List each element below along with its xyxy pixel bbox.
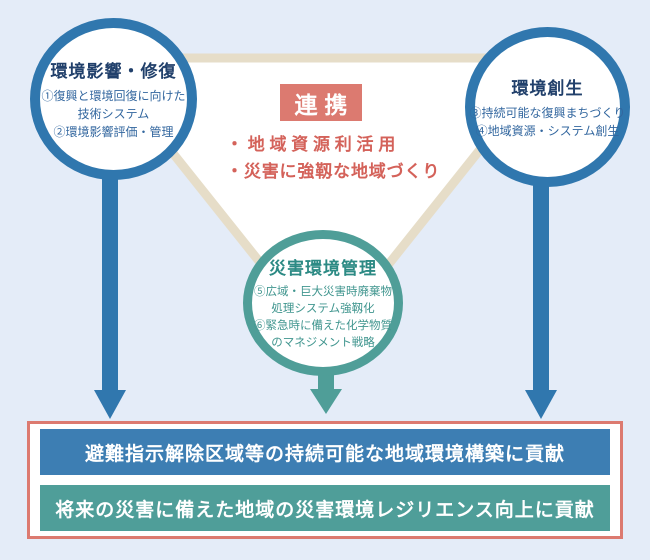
right-down-arrow-icon <box>525 160 557 419</box>
collaboration-bullet: ・地域資源利活用 <box>226 135 401 154</box>
collaboration-bullets: ・地域資源利活用 ・災害に強靱な地域づくり <box>226 131 440 185</box>
circle-environmental-impact: 環境影響・修復 ①復興と環境回復に向けた 技術システム ②環境影響評価・管理 <box>30 18 197 180</box>
item-line: ⑤広域・巨大災害時廃棄物 <box>254 285 392 298</box>
triangle-connector <box>87 53 563 352</box>
circle-title: 環境影響・修復 <box>50 62 177 81</box>
item-line: 技術システム <box>77 107 150 121</box>
circle-items: ①復興と環境回復に向けた 技術システム ②環境影響評価・管理 <box>41 87 185 141</box>
item-line: ②環境影響評価・管理 <box>53 125 174 139</box>
banner-sustainable-region: 避難指示解除区域等の持続可能な地域環境構築に貢献 <box>40 429 610 475</box>
circle-items: ③持続可能な復興まちづくり ④地域資源・システム創生 <box>470 104 626 140</box>
item-line: のマネジメント戦略 <box>271 337 375 350</box>
circle-title: 災害環境管理 <box>269 258 377 278</box>
collaboration-bullet: ・災害に強靱な地域づくり <box>226 162 441 181</box>
contribution-banner-box: 避難指示解除区域等の持続可能な地域環境構築に貢献 将来の災害に備えた地域の災害環… <box>27 421 623 539</box>
circle-items: ⑤広域・巨大災害時廃棄物 処理システム強靱化 ⑥緊急時に備えた化学物質 のマネジ… <box>254 284 392 353</box>
item-line: ⑥緊急時に備えた化学物質 <box>254 320 392 332</box>
item-line: ①復興と環境回復に向けた <box>41 89 186 103</box>
collaboration-label: 連携 <box>280 84 362 121</box>
item-line: 処理システム強靱化 <box>271 302 375 315</box>
circle-disaster-environment-management: 災害環境管理 ⑤広域・巨大災害時廃棄物 処理システム強靱化 ⑥緊急時に備えた化学… <box>243 230 403 376</box>
item-line: ④地域資源・システム創生 <box>475 124 620 138</box>
circle-environmental-creation: 環境創生 ③持続可能な復興まちづくり ④地域資源・システム創生 <box>465 27 630 187</box>
banner-disaster-resilience: 将来の災害に備えた地域の災害環境レジリエンス向上に貢献 <box>40 485 610 531</box>
item-line: ③持続可能な復興まちづくり <box>469 106 626 120</box>
circle-title: 環境創生 <box>511 79 584 98</box>
left-down-arrow-icon <box>94 160 126 419</box>
